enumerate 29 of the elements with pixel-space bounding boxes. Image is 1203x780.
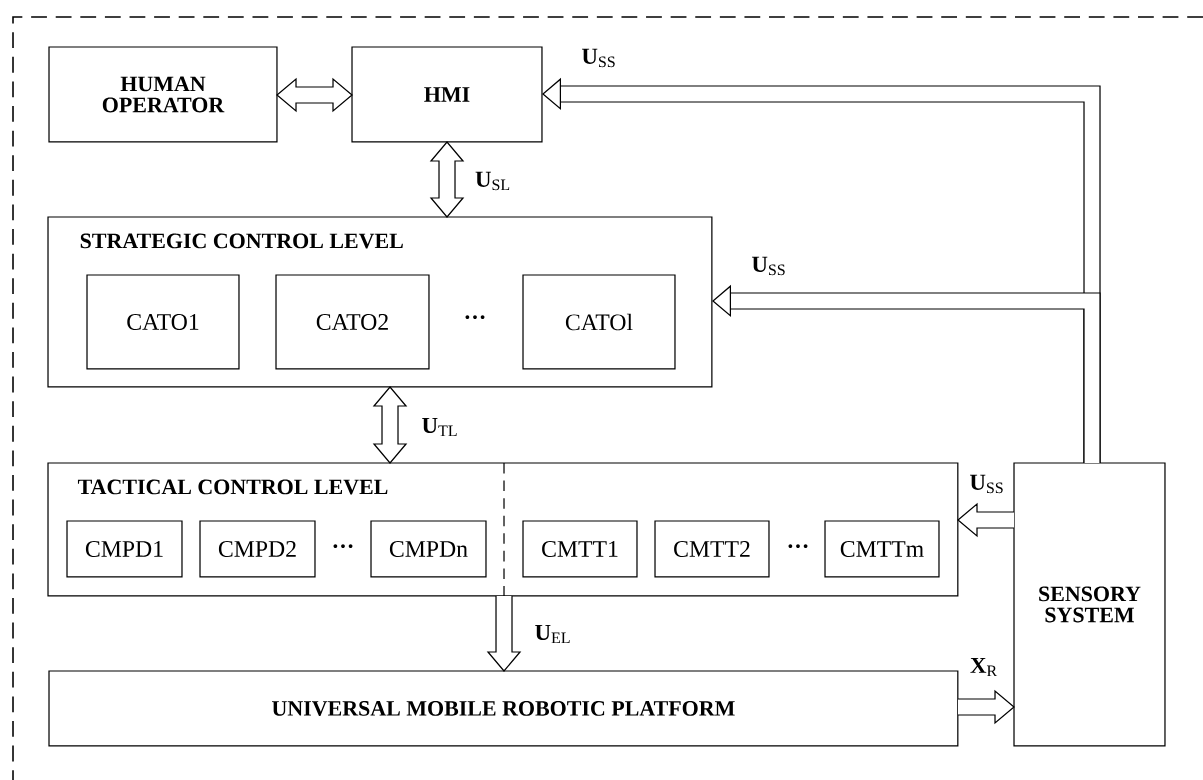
hollow-arrow [957, 689, 1015, 725]
module-box: CATO2 [275, 274, 430, 370]
edge-label: U$_{SS}$ [749, 255, 789, 277]
hollow-arrow [486, 595, 522, 672]
module-box: CMTTm [824, 520, 940, 578]
ellipsis: ··· [788, 544, 808, 548]
module-box: CMTT2 [654, 520, 770, 578]
hollow-arrow [429, 141, 465, 218]
module-box: CMPD2 [199, 520, 316, 578]
hollow-arrow [372, 386, 408, 464]
edge-label: X$_{R}$ [968, 656, 1000, 678]
edge-label: U$_{SL}$ [473, 170, 513, 192]
module-box: CMTT1 [522, 520, 638, 578]
block: HMI [351, 46, 543, 143]
edge-label: U$_{SS}$ [967, 473, 1007, 495]
block: UNIVERSAL MOBILE ROBOTIC PLATFORM [48, 670, 959, 747]
edge-label: U$_{SS}$ [579, 47, 619, 69]
block: SENSORY SYSTEM [1013, 462, 1166, 747]
hollow-arrow [957, 502, 1015, 538]
ellipsis: ··· [333, 544, 353, 548]
module-box: CMPDn [370, 520, 487, 578]
module-box: CATO1 [86, 274, 240, 370]
ellipsis: ··· [465, 315, 485, 319]
block: HUMAN OPERATOR [48, 46, 278, 143]
edge-label: U$_{TL}$ [419, 416, 461, 438]
edge-label: U$_{EL}$ [532, 623, 574, 645]
hollow-arrow [276, 77, 353, 113]
module-box: CMPD1 [66, 520, 183, 578]
module-box: CATOl [522, 274, 676, 370]
